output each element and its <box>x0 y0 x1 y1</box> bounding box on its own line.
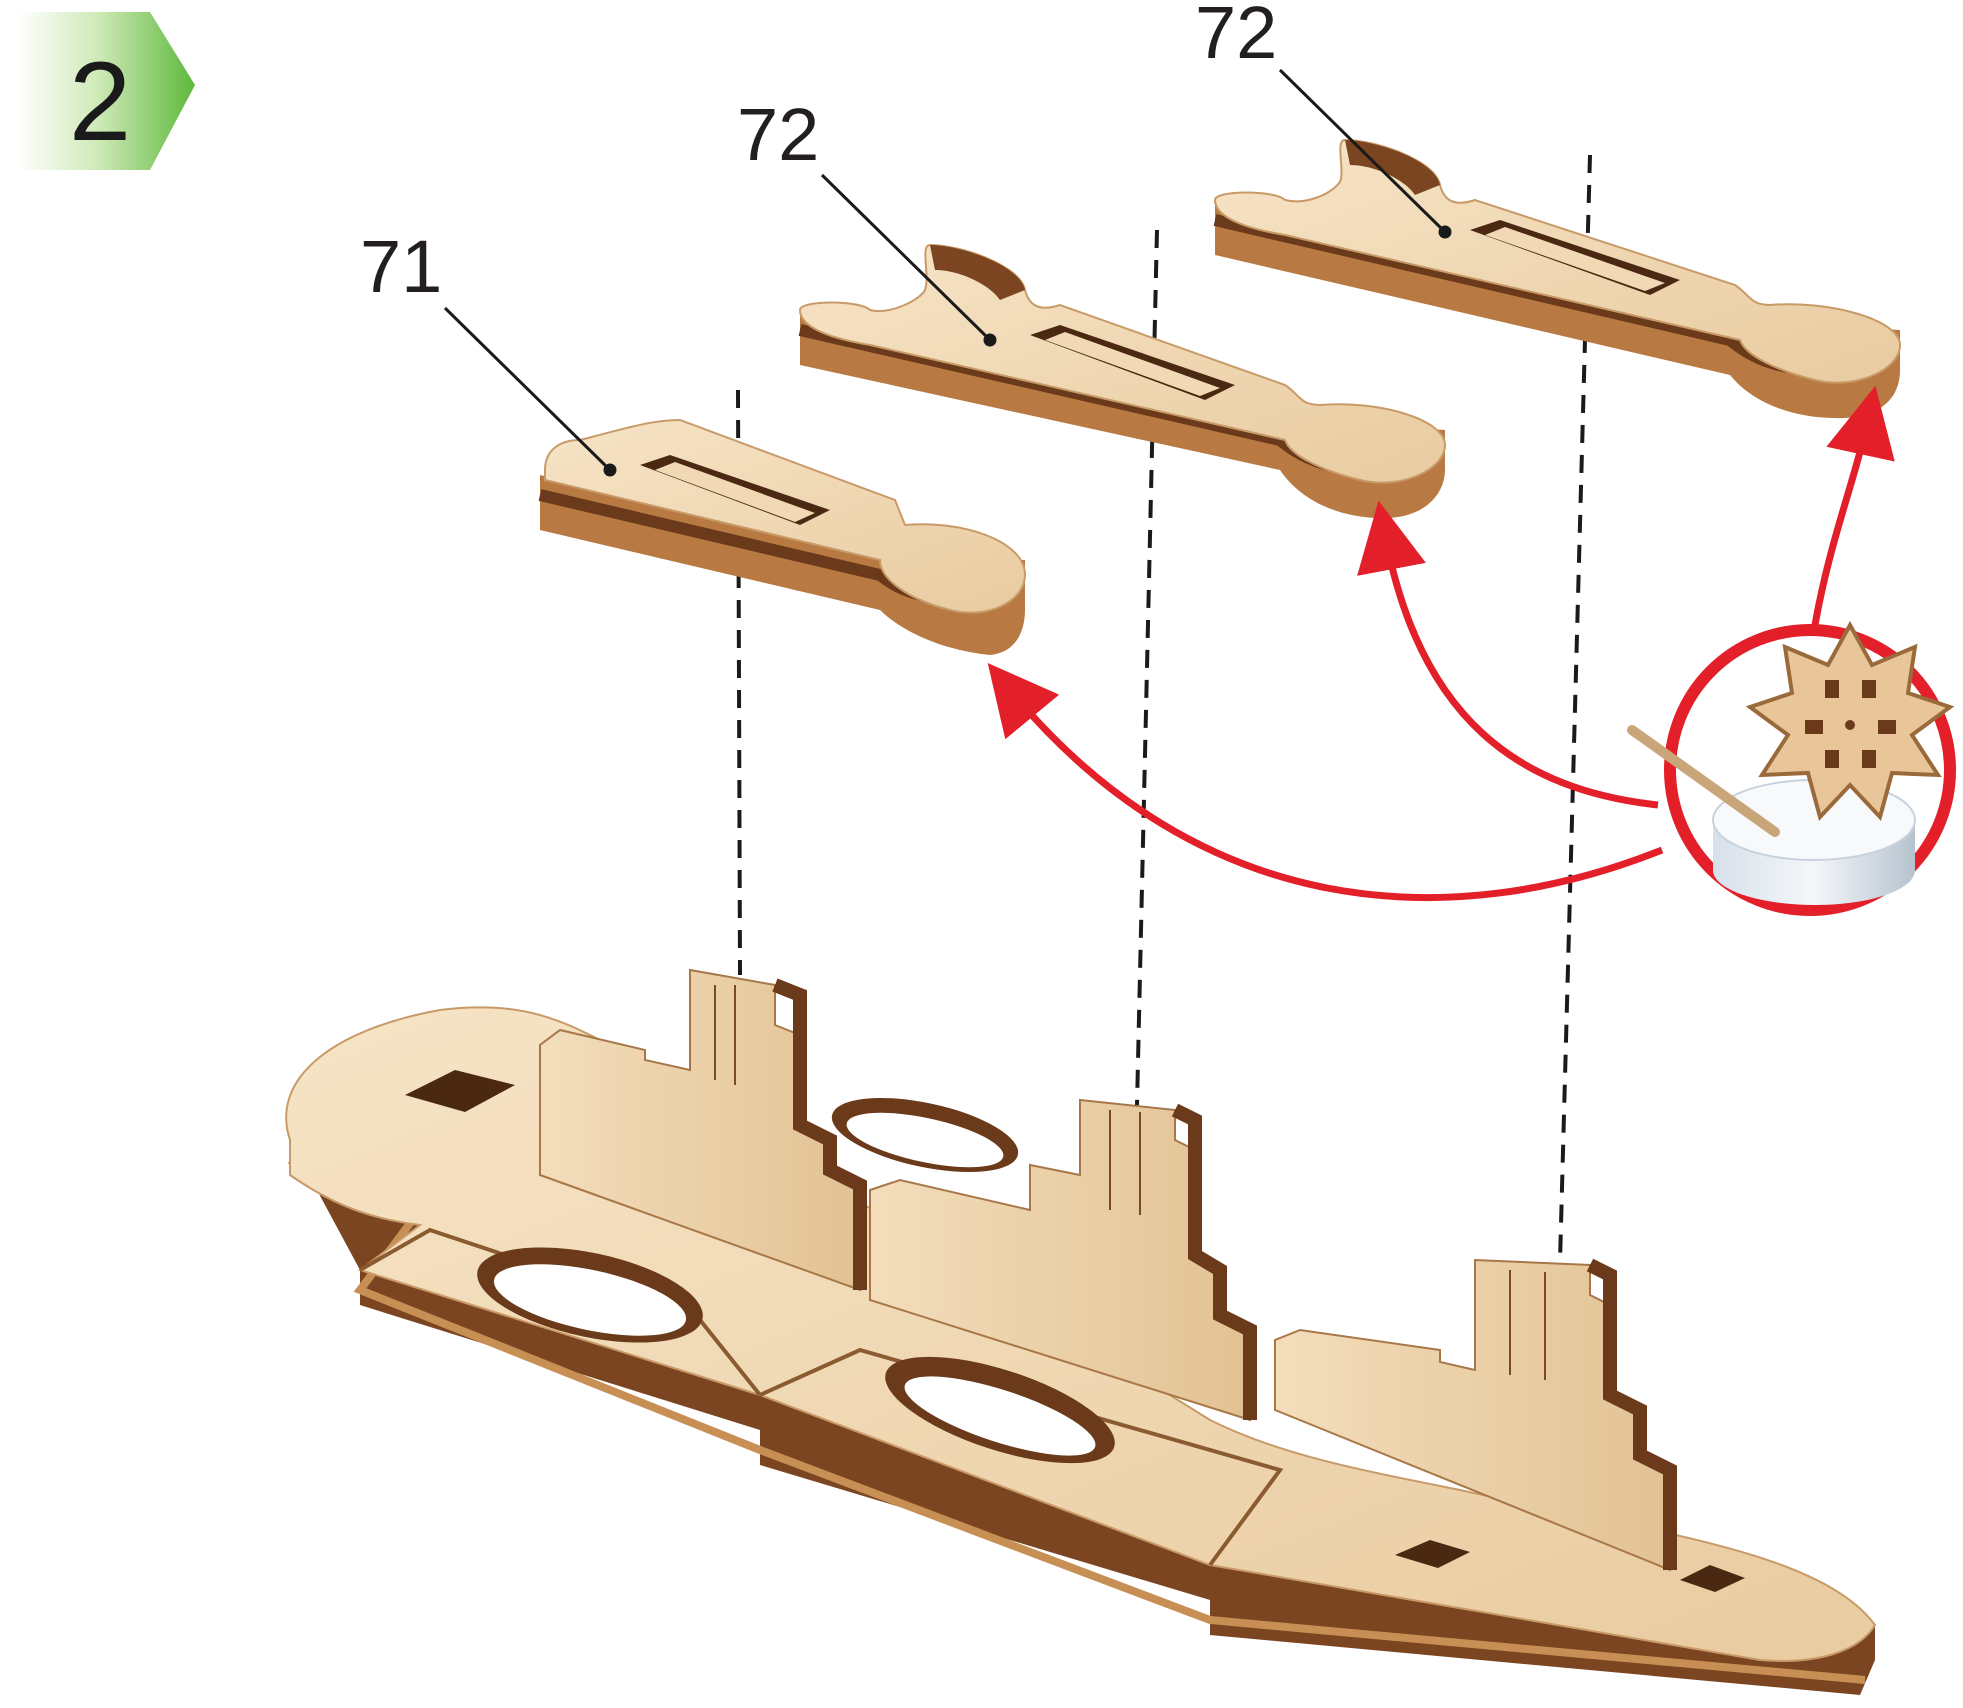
glue-pot-icon <box>1632 625 1950 910</box>
part-71 <box>540 420 1025 655</box>
label-part-72-rear: 72 <box>1195 0 1277 74</box>
glue-arrow-to-71 <box>1010 690 1662 898</box>
base-assembly <box>286 970 1875 1695</box>
step-number: 2 <box>69 39 131 164</box>
step-badge: 2 <box>18 12 195 170</box>
part-72-rear <box>1215 140 1900 418</box>
glue-arrow-to-72-rear <box>1815 420 1868 625</box>
glue-arrow-to-72-middle <box>1385 535 1658 805</box>
base-oval-cutout-3 <box>825 1084 1024 1186</box>
label-part-71: 71 <box>360 225 442 308</box>
label-part-72-middle: 72 <box>737 93 819 176</box>
